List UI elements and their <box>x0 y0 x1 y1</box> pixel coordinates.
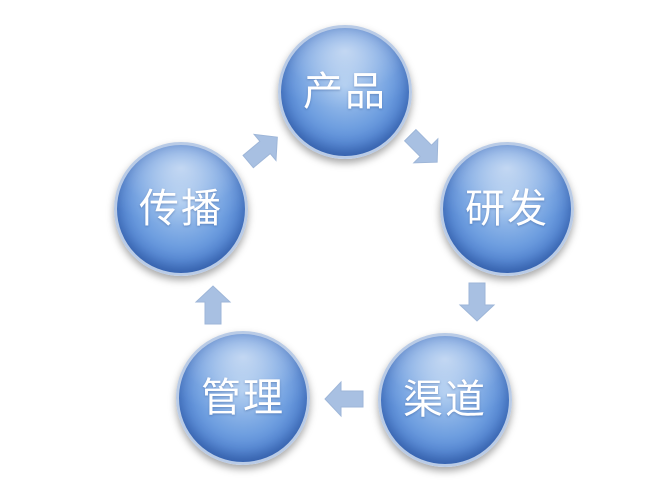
node-product: 产品 <box>278 25 412 159</box>
arrow-rnd-to-channel <box>458 282 496 322</box>
node-channel-label: 渠道 <box>403 377 487 423</box>
arrow-management-to-communication <box>194 285 232 325</box>
node-communication: 传播 <box>114 142 248 276</box>
arrow-channel-to-management <box>324 380 364 418</box>
node-communication-label: 传播 <box>139 186 223 232</box>
arrow-communication-to-product <box>242 133 278 169</box>
node-channel: 渠道 <box>378 333 512 467</box>
node-product-label: 产品 <box>303 69 387 115</box>
node-management: 管理 <box>176 331 310 465</box>
node-management-label: 管理 <box>201 375 285 421</box>
arrow-product-to-rnd <box>403 128 439 164</box>
node-rnd-label: 研发 <box>465 186 549 232</box>
node-rnd: 研发 <box>440 142 574 276</box>
